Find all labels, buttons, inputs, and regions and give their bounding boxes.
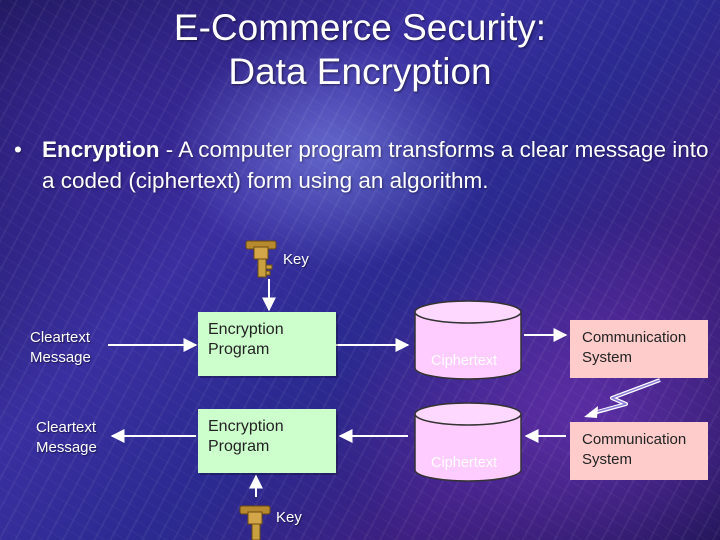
program-line-1: Encryption	[208, 418, 284, 435]
communication-system-box-bottom: Communication System	[570, 422, 708, 480]
cleartext-line-1: Cleartext	[36, 419, 97, 436]
cleartext-message-label-bottom: Cleartext Message	[36, 418, 97, 458]
bullet-term: Encryption	[42, 137, 160, 162]
key-label-top: Key	[283, 251, 309, 268]
bullet-point: • Encryption - A computer program transf…	[14, 134, 709, 196]
ciphertext-label-bottom: Ciphertext	[431, 455, 498, 471]
key-label-bottom: Key	[276, 509, 302, 526]
cleartext-line-2: Message	[36, 439, 97, 456]
slide-title: E-Commerce Security: Data Encryption	[0, 6, 720, 94]
program-line-2: Program	[208, 341, 270, 358]
encryption-program-box-top: Encryption Program	[198, 312, 336, 376]
comm-line-1: Communication	[582, 329, 687, 346]
cleartext-message-label-top: Cleartext Message	[30, 328, 91, 368]
database-cylinder-icon	[414, 300, 522, 380]
title-line-2: Data Encryption	[228, 51, 492, 92]
key-icon	[245, 240, 277, 278]
cleartext-line-1: Cleartext	[30, 329, 91, 346]
comm-line-2: System	[582, 349, 633, 366]
cleartext-line-2: Message	[30, 349, 91, 366]
bullet-text-block: Encryption - A computer program transfor…	[42, 134, 709, 196]
program-line-1: Encryption	[208, 321, 284, 338]
communication-system-box-top: Communication System	[570, 320, 708, 378]
bullet-description: - A computer program transforms a clear …	[42, 137, 709, 193]
encryption-program-box-bottom: Encryption Program	[198, 409, 336, 473]
title-line-1: E-Commerce Security:	[173, 7, 547, 48]
key-icon	[239, 505, 271, 540]
bullet-dot: •	[14, 137, 22, 162]
comm-line-2: System	[582, 451, 633, 468]
lightning-bolt-icon	[584, 378, 661, 418]
ciphertext-label-top: Ciphertext	[431, 353, 498, 369]
database-cylinder-icon	[414, 402, 522, 482]
program-line-2: Program	[208, 438, 270, 455]
comm-line-1: Communication	[582, 431, 687, 448]
